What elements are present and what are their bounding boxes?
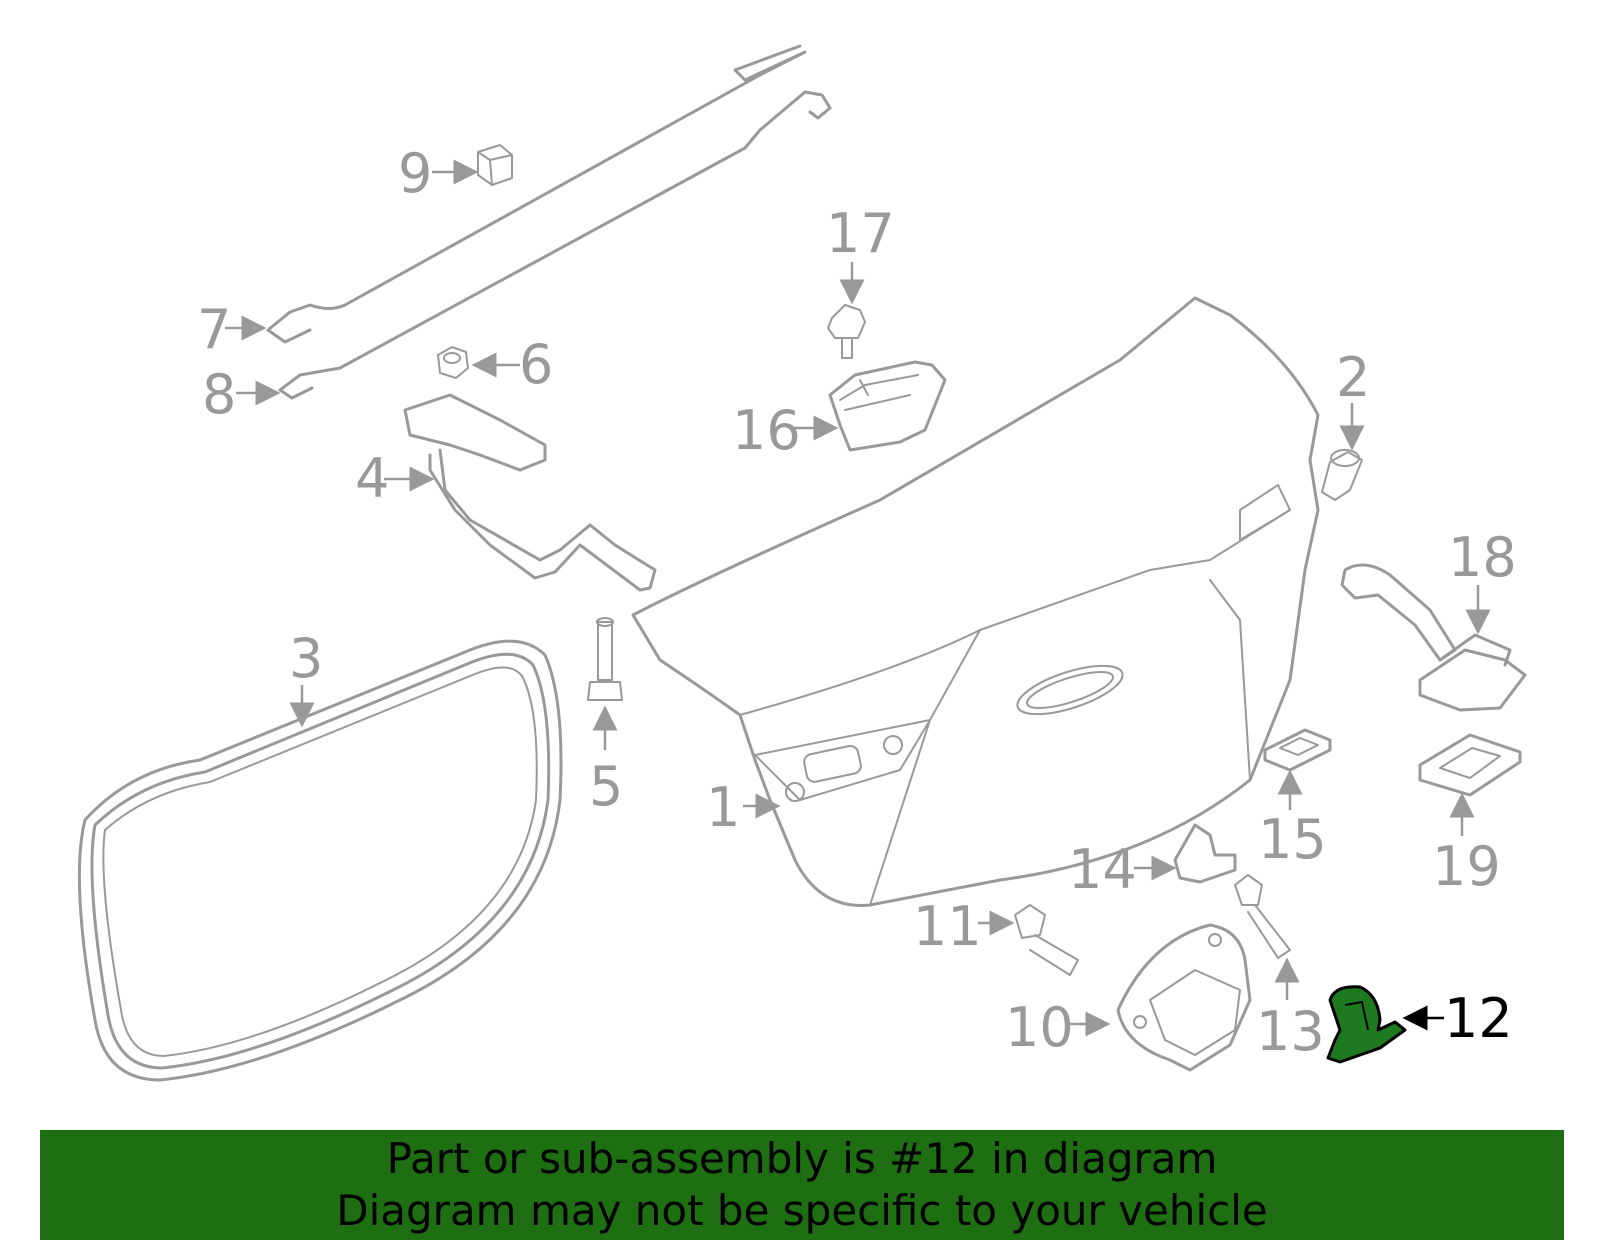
callout-1: 1	[706, 776, 740, 839]
leader-arrows	[225, 159, 1491, 1037]
callout-15: 15	[1258, 808, 1327, 871]
part-13-bolt	[1234, 874, 1291, 959]
parts-diagram: 9 7 8 6 4 3 5 1 17 16 2 18 15 19 14 11 1…	[77, 44, 1527, 1082]
part-11-bolt	[1014, 904, 1079, 976]
callout-6: 6	[519, 333, 553, 396]
part-1-trunk-lid	[631, 296, 1320, 907]
part-7-rod	[266, 44, 807, 344]
callout-12: 12	[1444, 987, 1513, 1050]
callout-18: 18	[1448, 526, 1517, 589]
part-2-bumper	[1321, 449, 1363, 501]
callout-3: 3	[289, 627, 323, 690]
callout-14: 14	[1068, 838, 1137, 901]
callout-11: 11	[913, 895, 982, 958]
part-9-clip	[477, 144, 513, 186]
banner-line-1: Part or sub-assembly is #12 in diagram	[386, 1134, 1218, 1183]
part-19-bezel	[1418, 733, 1522, 797]
callout-19: 19	[1432, 835, 1501, 898]
callout-17: 17	[826, 202, 895, 265]
callout-5: 5	[589, 755, 623, 818]
callout-4: 4	[355, 447, 389, 510]
callout-9: 9	[398, 142, 432, 205]
part-4-hinge	[403, 393, 657, 592]
callout-13: 13	[1256, 1000, 1325, 1063]
part-8-rod	[278, 90, 832, 400]
part-3-seal	[77, 639, 563, 1082]
callout-7: 7	[197, 298, 231, 361]
callout-10: 10	[1005, 996, 1074, 1059]
part-15-switch	[1263, 728, 1332, 772]
callout-16: 16	[732, 399, 801, 462]
callout-8: 8	[202, 363, 236, 426]
part-10-latch	[1116, 923, 1252, 1072]
part-14-clip	[1173, 823, 1237, 884]
part-16-housing	[828, 360, 947, 452]
notice-banner: Part or sub-assembly is #12 in diagram D…	[40, 1130, 1564, 1240]
banner-line-2: Diagram may not be specific to your vehi…	[336, 1186, 1268, 1235]
part-5-stud	[587, 617, 623, 701]
part-12-highlighted	[1326, 985, 1407, 1064]
part-17-clip	[827, 304, 866, 359]
callout-2: 2	[1336, 346, 1370, 409]
part-18-switch	[1340, 563, 1527, 712]
callout-labels: 9 7 8 6 4 3 5 1 17 16 2 18 15 19 14 11 1…	[197, 142, 1517, 1063]
part-6-nut	[437, 346, 469, 379]
